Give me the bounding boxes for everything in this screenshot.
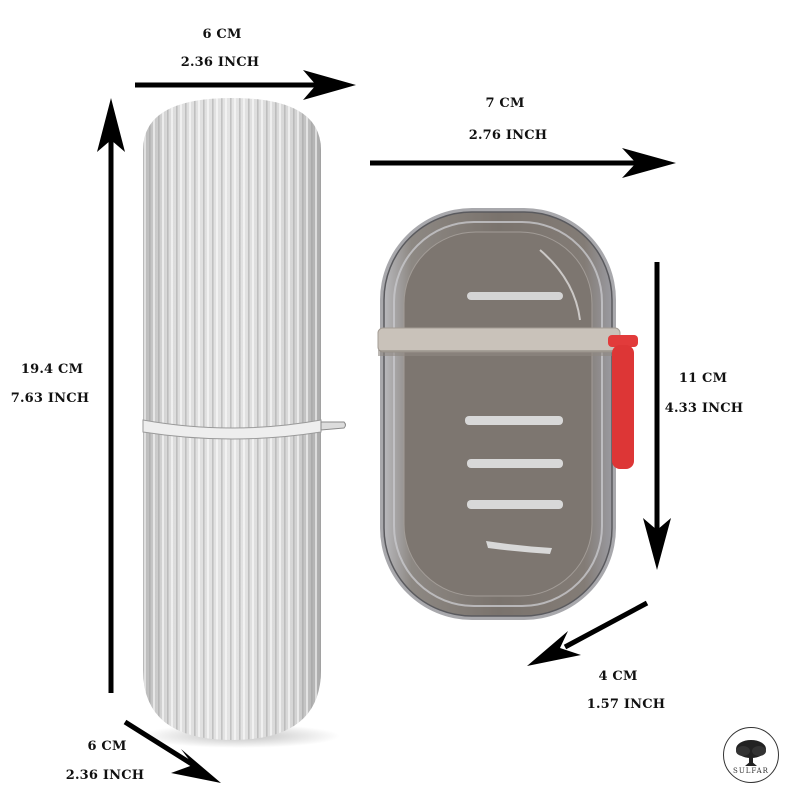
holder-depth-cm: 6 CM <box>87 739 127 754</box>
soap-depth-cm: 4 CM <box>598 669 638 684</box>
tree-icon <box>736 740 766 766</box>
soap-box <box>377 208 638 620</box>
arrow-soap-height <box>643 262 671 570</box>
brand-logo: SULFAR <box>723 727 779 783</box>
toothbrush-holder <box>140 98 346 748</box>
soap-depth-inch: 1.57 INCH <box>586 697 666 712</box>
holder-top-width-cm: 6 CM <box>202 27 242 42</box>
arrow-soap-width <box>370 148 676 178</box>
arrow-holder-depth <box>123 719 221 783</box>
soap-width-cm: 7 CM <box>485 96 525 111</box>
holder-top-width-inch: 2.36 INCH <box>180 55 260 70</box>
holder-height-inch: 7.63 INCH <box>10 391 90 406</box>
soap-height-inch: 4.33 INCH <box>664 401 744 416</box>
soap-width-inch: 2.76 INCH <box>468 128 548 143</box>
arrow-holder-top-width <box>135 70 356 100</box>
soap-height-cm: 11 CM <box>678 371 728 386</box>
arrow-holder-height <box>97 98 125 693</box>
arrow-soap-depth <box>527 600 649 666</box>
holder-height-cm: 19.4 CM <box>20 362 84 377</box>
brand-name: SULFAR <box>733 767 769 775</box>
holder-depth-inch: 2.36 INCH <box>65 768 145 783</box>
